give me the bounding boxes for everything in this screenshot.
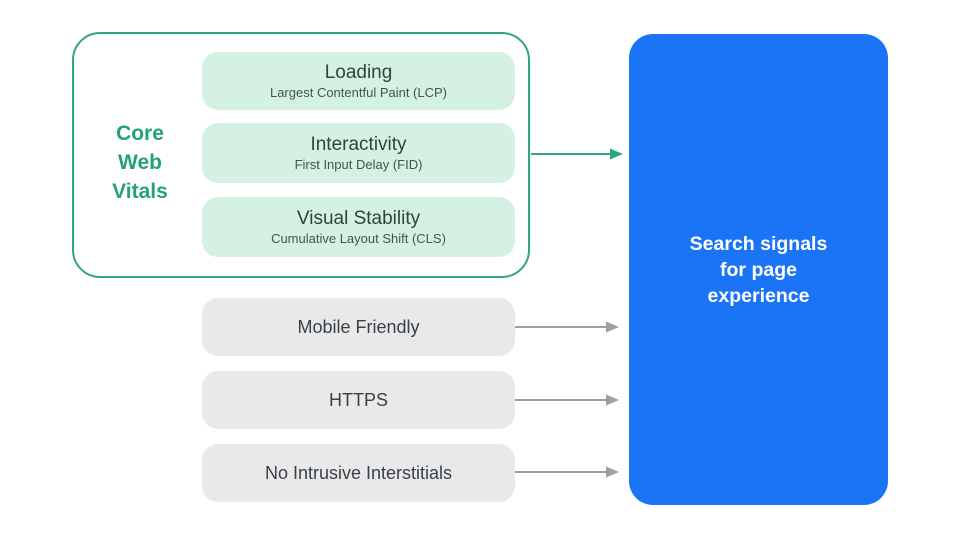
- vital-box-visual-stability: Visual Stability Cumulative Layout Shift…: [202, 197, 515, 257]
- vital-subtitle-fid: First Input Delay (FID): [294, 157, 423, 172]
- gray-arrow-icon-https: [515, 394, 619, 406]
- signal-label-no-intrusive-interstitials: No Intrusive Interstitials: [264, 462, 453, 483]
- vital-title-interactivity: Interactivity: [310, 134, 407, 155]
- signal-label-mobile-friendly: Mobile Friendly: [297, 316, 420, 337]
- vital-box-interactivity: Interactivity First Input Delay (FID): [202, 123, 515, 183]
- gray-arrow-icon-mobile-friendly: [515, 321, 619, 333]
- search-signals-label: Search signals for page experience: [689, 232, 828, 307]
- vital-title-visual-stability: Visual Stability: [296, 208, 421, 229]
- vital-box-loading: Loading Largest Contentful Paint (LCP): [202, 52, 515, 110]
- signal-box-no-intrusive-interstitials: No Intrusive Interstitials: [202, 444, 515, 502]
- green-arrow-icon: [531, 148, 623, 160]
- vital-subtitle-lcp: Largest Contentful Paint (LCP): [269, 85, 448, 100]
- signal-box-https: HTTPS: [202, 371, 515, 429]
- signal-box-mobile-friendly: Mobile Friendly: [202, 298, 515, 356]
- vital-subtitle-cls: Cumulative Layout Shift (CLS): [271, 231, 446, 246]
- vital-title-loading: Loading: [324, 62, 393, 83]
- signal-label-https: HTTPS: [328, 389, 388, 410]
- gray-arrow-icon-no-intrusive-interstitials: [515, 466, 619, 478]
- core-web-vitals-label: Core Web Vitals: [112, 122, 168, 203]
- core-web-vitals-container: [72, 32, 530, 278]
- search-signals-box: Search signals for page experience: [629, 34, 888, 505]
